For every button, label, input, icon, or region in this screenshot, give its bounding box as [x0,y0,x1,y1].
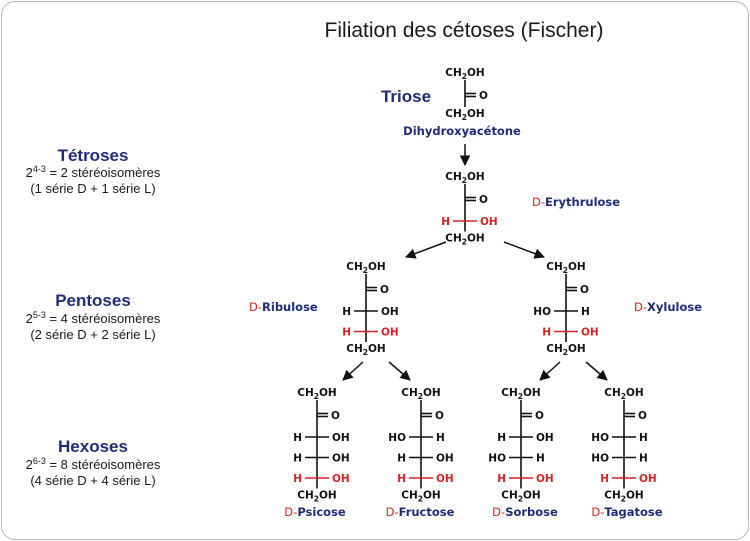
h-left: H [293,473,302,485]
tetroses-heading: Tétroses [58,146,129,165]
erythrulose-name: D-Erythrulose [532,195,620,209]
carbonyl-oxygen: O [479,194,488,206]
oh-left: HO [533,306,551,318]
psicose-name: D-Psicose [284,505,346,519]
ch2oh-bottom: CH2OH [546,343,585,357]
arrow-ribulose-to-psicose [342,361,364,381]
h-left: H [397,453,406,465]
dha-name: Dihydroxyacétone [403,124,521,138]
ch2oh-top: CH2OH [604,387,643,401]
ch2oh-bottom: CH2OH [604,490,643,504]
h-left: H [342,306,351,318]
oh-right: OH [581,327,599,339]
ribulose-name: D-Ribulose [249,300,318,314]
h-left: H [397,473,406,485]
oh-right: OH [436,453,454,465]
oh-right: OH [536,432,554,444]
oh-left: HO [388,432,406,444]
ch2oh-bottom: CH2OH [445,233,484,247]
ch2oh-top: CH2OH [445,67,484,81]
pentoses-heading: Pentoses [55,291,131,310]
carbonyl-oxygen: O [638,410,647,422]
h-right: H [536,453,545,465]
pentoses-series: (2 série D + 2 série L) [30,327,155,342]
h-left: H [542,327,551,339]
h-right: H [581,306,590,318]
carbonyl-oxygen: O [535,410,544,422]
ch2oh-bottom: CH2OH [297,490,336,504]
filiation-arrows [342,144,608,381]
sorbose-name: D-Sorbose [492,505,558,519]
pentoses-count: 25-3 = 4 stéréoisomères [26,310,161,326]
oh-right: OH [381,306,399,318]
arrow-erythrulose-to-xylulose [503,241,545,259]
h-left: H [600,473,609,485]
h-left: H [441,216,450,228]
hexoses-heading: Hexoses [58,437,128,456]
oh-left: HO [591,453,609,465]
oh-right: OH [480,216,498,228]
tetroses-count: 24-3 = 2 stéréoisomères [26,164,161,180]
h-left: H [497,473,506,485]
dha-structure: CH2OH O CH2OH Dihydroxyacétone [403,67,521,138]
diagram-title: Filiation des cétoses (Fischer) [325,19,604,42]
triose-heading: Triose [381,87,431,106]
tagatose-name: D-Tagatose [591,505,662,519]
xylulose-name: D-Xylulose [634,300,702,314]
ch2oh-top: CH2OH [501,387,540,401]
oh-right: OH [332,432,350,444]
pentoses-legend: Pentoses 25-3 = 4 stéréoisomères (2 séri… [26,291,161,342]
tetroses-series: (1 série D + 1 série L) [30,181,155,196]
h-left: H [342,327,351,339]
oh-right: OH [536,473,554,485]
arrow-ribulose-to-fructose [388,361,411,381]
ch2oh-bottom: CH2OH [445,108,484,122]
fructose-name: D-Fructose [386,505,455,519]
oh-left: HO [488,453,506,465]
carbonyl-oxygen: O [380,284,389,296]
oh-right: OH [381,327,399,339]
arrow-xylulose-to-sorbose [539,361,561,381]
h-left: H [497,432,506,444]
carbonyl-oxygen: O [331,410,340,422]
ch2oh-top: CH2OH [401,387,440,401]
carbonyl-oxygen: O [435,410,444,422]
hexoses-series: (4 série D + 4 série L) [30,473,155,488]
h-right: H [639,432,648,444]
oh-right: OH [332,473,350,485]
h-right: H [436,432,445,444]
oh-right: OH [639,473,657,485]
ch2oh-top: CH2OH [445,171,484,185]
oh-left: HO [591,432,609,444]
carbonyl-oxygen: O [479,90,488,102]
ch2oh-top: CH2OH [546,261,585,275]
ch2oh-top: CH2OH [297,387,336,401]
h-right: H [639,453,648,465]
ch2oh-bottom: CH2OH [401,490,440,504]
oh-right: OH [332,453,350,465]
hexoses-count: 26-3 = 8 stéréoisomères [26,456,161,472]
arrow-xylulose-to-tagatose [585,361,608,381]
h-left: H [293,432,302,444]
tetroses-legend: Tétroses 24-3 = 2 stéréoisomères (1 séri… [26,146,161,196]
ch2oh-bottom: CH2OH [346,343,385,357]
carbonyl-oxygen: O [580,284,589,296]
ch2oh-bottom: CH2OH [501,490,540,504]
arrow-erythrulose-to-ribulose [405,241,447,259]
ch2oh-top: CH2OH [346,261,385,275]
oh-right: OH [436,473,454,485]
h-left: H [293,453,302,465]
hexoses-legend: Hexoses 26-3 = 8 stéréoisomères (4 série… [26,437,161,488]
